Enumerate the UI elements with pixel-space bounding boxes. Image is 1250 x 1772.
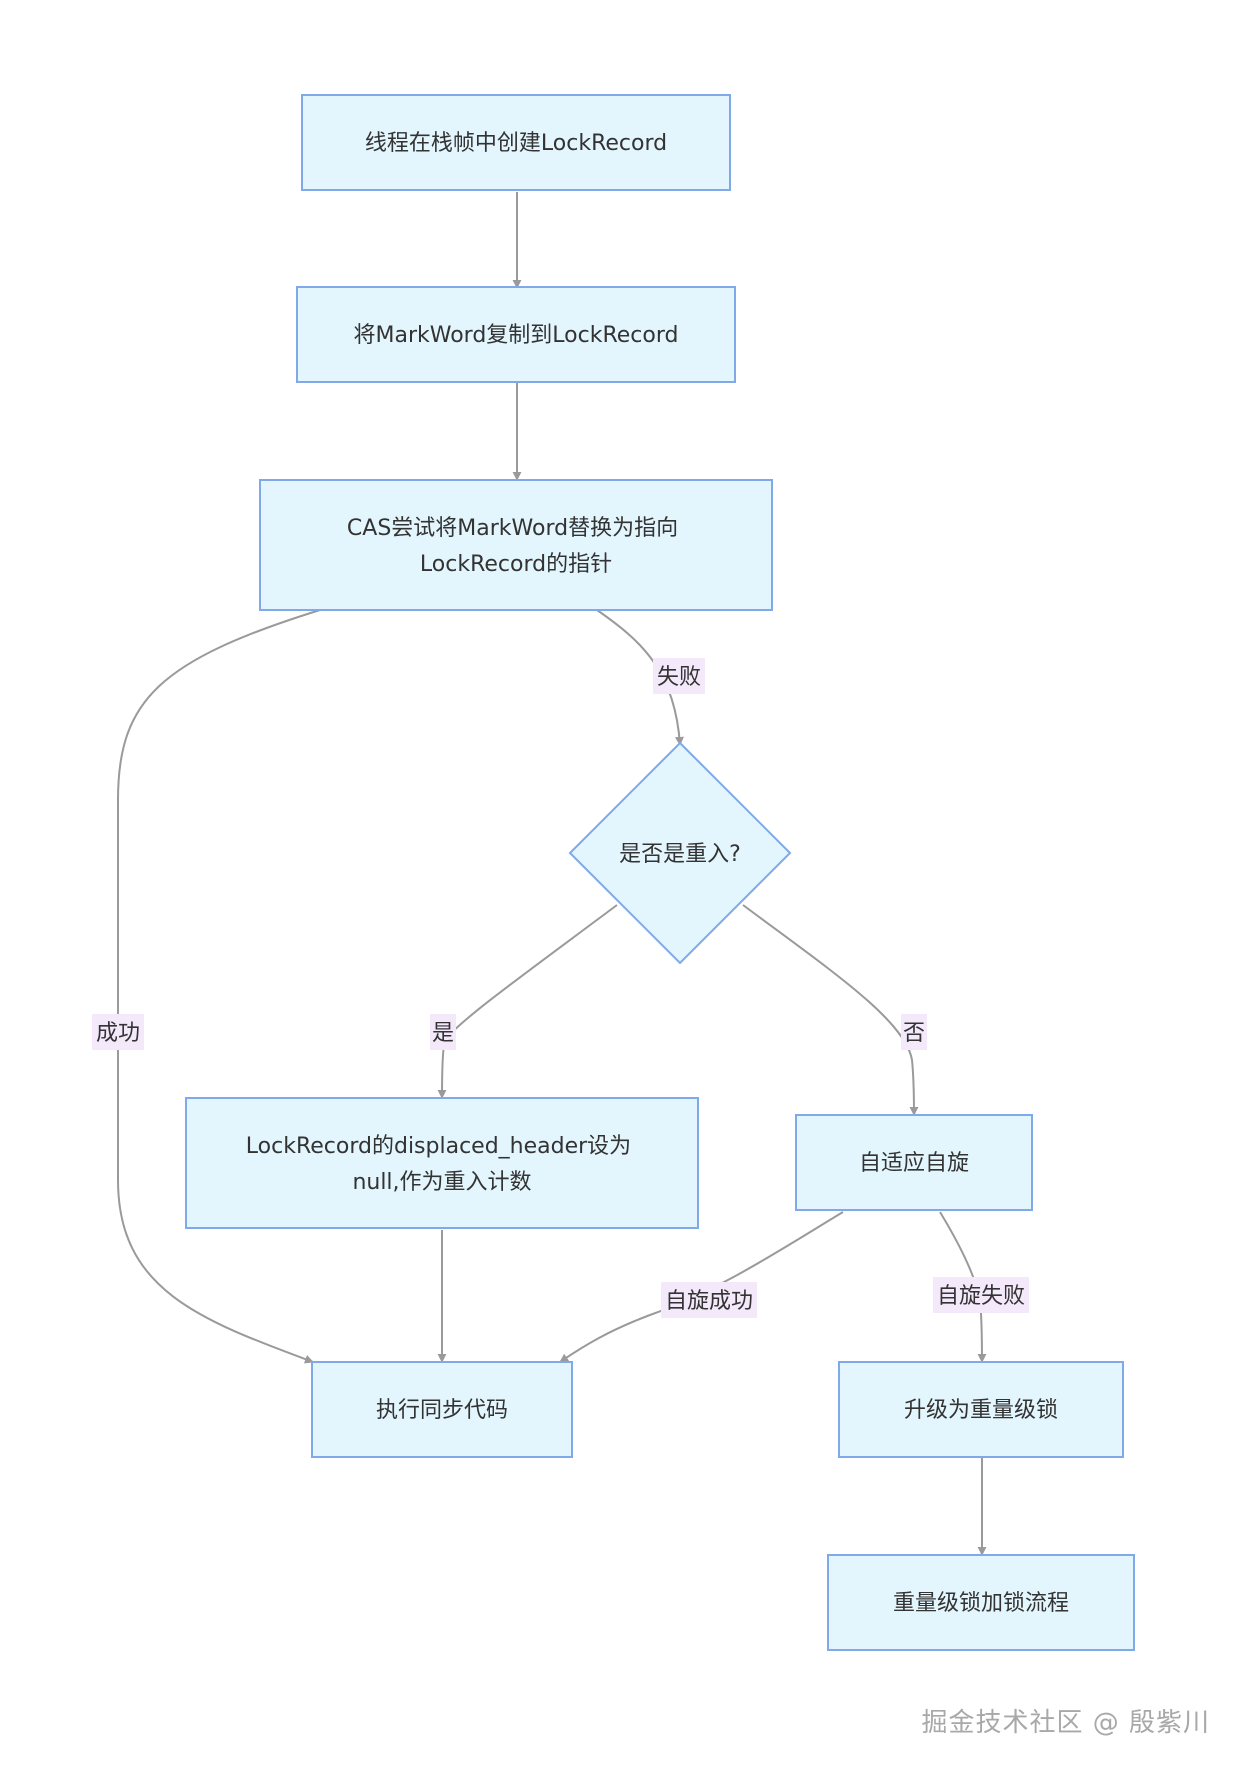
node-copy-markword: 将MarkWord复制到LockRecord bbox=[296, 286, 736, 383]
edge-label-success: 成功 bbox=[92, 1014, 144, 1050]
edge-cas-to-reentrant bbox=[596, 609, 684, 746]
edge-cas-to-exec bbox=[117, 609, 321, 1364]
node-create-lockrecord: 线程在栈帧中创建LockRecord bbox=[301, 94, 731, 191]
edge-label-spin-success: 自旋成功 bbox=[661, 1282, 757, 1318]
svg-text:LockRecord的displaced_header设为: LockRecord的displaced_header设为 null,作为重入计… bbox=[246, 1134, 638, 1195]
edge-label-no: 否 bbox=[901, 1014, 927, 1050]
edge-label-yes: 是 bbox=[430, 1014, 456, 1050]
node-execute-sync-code: 执行同步代码 bbox=[311, 1361, 573, 1458]
svg-text:重量级锁加锁流程: 重量级锁加锁流程 bbox=[893, 1591, 1069, 1616]
svg-text:自旋失败: 自旋失败 bbox=[937, 1284, 1025, 1309]
svg-text:自旋成功: 自旋成功 bbox=[665, 1289, 753, 1314]
svg-text:执行同步代码: 执行同步代码 bbox=[376, 1398, 508, 1423]
edge-label-spin-fail: 自旋失败 bbox=[933, 1277, 1029, 1313]
svg-text:自适应自旋: 自适应自旋 bbox=[859, 1151, 969, 1176]
flowchart: 失败 成功 是 否 自旋成功 自旋失败 线程在栈帧中创建LockRecord 将… bbox=[92, 94, 1135, 1651]
svg-text:是: 是 bbox=[432, 1021, 454, 1046]
svg-text:失败: 失败 bbox=[657, 665, 701, 690]
watermark: 掘金技术社区 @ 殷紫川 bbox=[921, 1708, 1210, 1738]
node-heavyweight-lock-flow: 重量级锁加锁流程 bbox=[827, 1554, 1135, 1651]
node-cas-replace: CAS尝试将MarkWord替换为指向 LockRecord的指针 bbox=[259, 479, 773, 611]
node-upgrade-heavyweight: 升级为重量级锁 bbox=[838, 1361, 1124, 1458]
edge-label-fail: 失败 bbox=[653, 658, 705, 694]
edge-reentrant-to-spin bbox=[742, 904, 919, 1116]
node-adaptive-spin: 自适应自旋 bbox=[795, 1114, 1033, 1211]
svg-text:成功: 成功 bbox=[96, 1021, 140, 1046]
svg-text:升级为重量级锁: 升级为重量级锁 bbox=[904, 1398, 1058, 1423]
svg-text:线程在栈帧中创建LockRecord: 线程在栈帧中创建LockRecord bbox=[365, 131, 667, 156]
edge-reentrant-to-displaced bbox=[437, 904, 618, 1099]
svg-text:是否是重入?: 是否是重入? bbox=[619, 842, 741, 867]
svg-text:CAS尝试将MarkWord替换为指向 Lock: CAS尝试将MarkWord替换为指向 LockRecord的指针 bbox=[347, 516, 685, 577]
node-displaced-header: LockRecord的displaced_header设为 null,作为重入计… bbox=[185, 1097, 699, 1229]
node-is-reentrant: 是否是重入? bbox=[568, 741, 792, 965]
svg-text:否: 否 bbox=[903, 1021, 925, 1046]
svg-text:将MarkWord复制到LockRecord: 将MarkWord复制到LockRecord bbox=[354, 323, 679, 348]
